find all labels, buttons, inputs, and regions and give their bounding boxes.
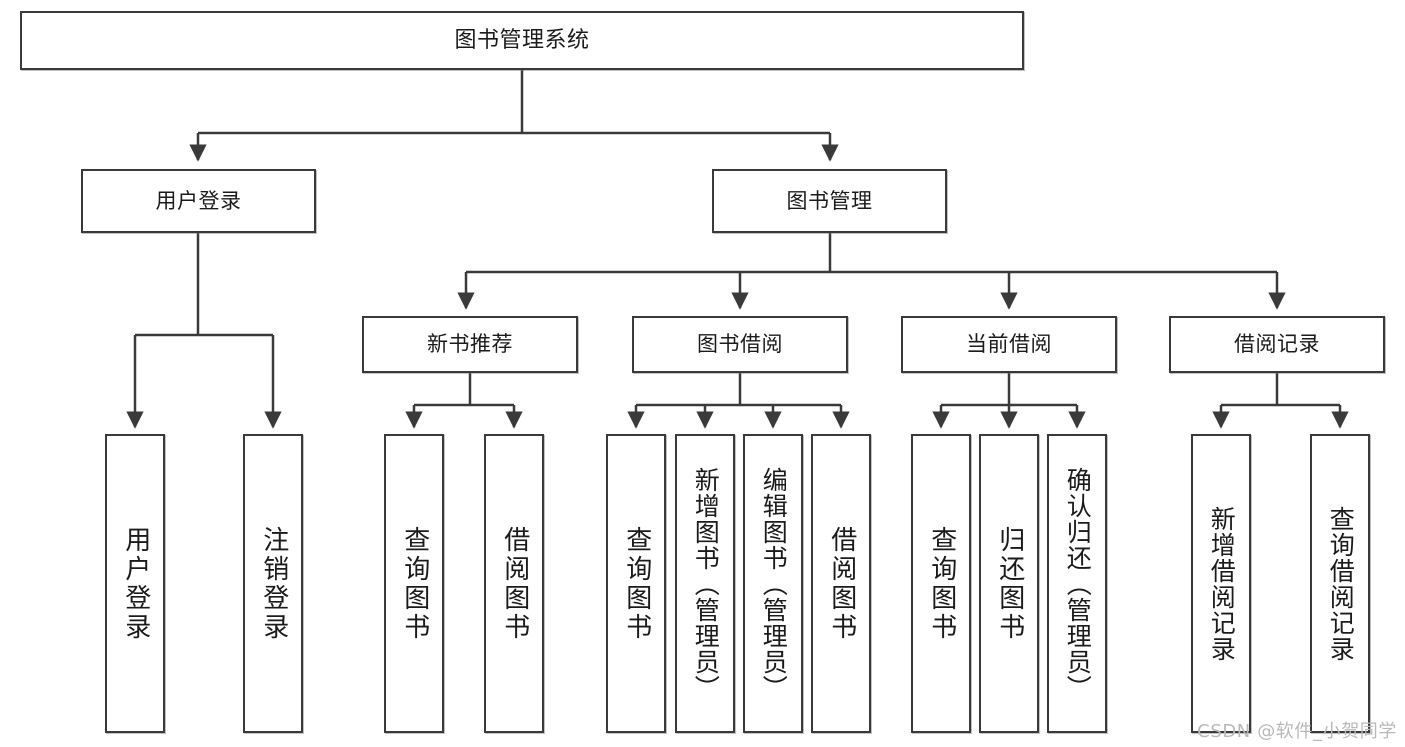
node-label: 图书管理 <box>786 188 873 213</box>
node-label: 新书推荐 <box>427 332 513 357</box>
leaf-record-add-record[interactable]: 新增借阅记录 <box>1191 434 1251 733</box>
node-label: 查询借阅记录 <box>1326 505 1356 662</box>
node-book-borrow[interactable]: 图书借阅 <box>632 316 848 373</box>
node-label: 查询图书 <box>399 525 430 642</box>
leaf-user-login[interactable]: 用户登录 <box>105 434 165 733</box>
leaf-record-query-record[interactable]: 查询借阅记录 <box>1310 434 1370 733</box>
node-label: 用户登录 <box>120 525 151 642</box>
node-borrow-record[interactable]: 借阅记录 <box>1169 316 1385 373</box>
watermark: CSDN @软件_小贺同学 <box>1197 721 1397 742</box>
node-label: 借阅图书 <box>499 525 530 642</box>
leaf-current-confirm-return-admin[interactable]: 确认归还（管理员） <box>1047 434 1107 733</box>
leaf-current-query-book[interactable]: 查询图书 <box>911 434 971 733</box>
node-root-system[interactable]: 图书管理系统 <box>20 11 1024 70</box>
node-label: 图书管理系统 <box>454 27 590 53</box>
leaf-borrow-add-book-admin[interactable]: 新增图书（管理员） <box>675 434 735 733</box>
node-current-borrow[interactable]: 当前借阅 <box>901 316 1117 373</box>
node-new-book-recommend[interactable]: 新书推荐 <box>362 316 578 373</box>
node-book-management[interactable]: 图书管理 <box>712 169 947 233</box>
node-label: 注销登录 <box>258 525 289 642</box>
node-label: 查询图书 <box>621 525 652 642</box>
node-label: 编辑图书（管理员） <box>759 466 789 701</box>
leaf-current-return-book[interactable]: 归还图书 <box>979 434 1039 733</box>
node-label: 借阅图书 <box>826 525 857 642</box>
leaf-borrow-edit-book-admin[interactable]: 编辑图书（管理员） <box>743 434 803 733</box>
node-label: 新增借阅记录 <box>1207 505 1237 662</box>
node-label: 借阅记录 <box>1234 332 1320 357</box>
node-label: 确认归还（管理员） <box>1063 466 1093 701</box>
node-label: 查询图书 <box>926 525 957 642</box>
leaf-recommend-query-book[interactable]: 查询图书 <box>384 434 444 733</box>
node-label: 图书借阅 <box>697 332 783 357</box>
leaf-borrow-borrow-book[interactable]: 借阅图书 <box>811 434 871 733</box>
leaf-borrow-query-book[interactable]: 查询图书 <box>606 434 666 733</box>
node-label: 归还图书 <box>994 525 1025 642</box>
node-label: 新增图书（管理员） <box>691 466 721 701</box>
node-user-login[interactable]: 用户登录 <box>81 169 316 233</box>
node-label: 当前借阅 <box>966 332 1052 357</box>
leaf-user-logout[interactable]: 注销登录 <box>243 434 303 733</box>
leaf-recommend-borrow-book[interactable]: 借阅图书 <box>484 434 544 733</box>
node-label: 用户登录 <box>155 188 242 213</box>
